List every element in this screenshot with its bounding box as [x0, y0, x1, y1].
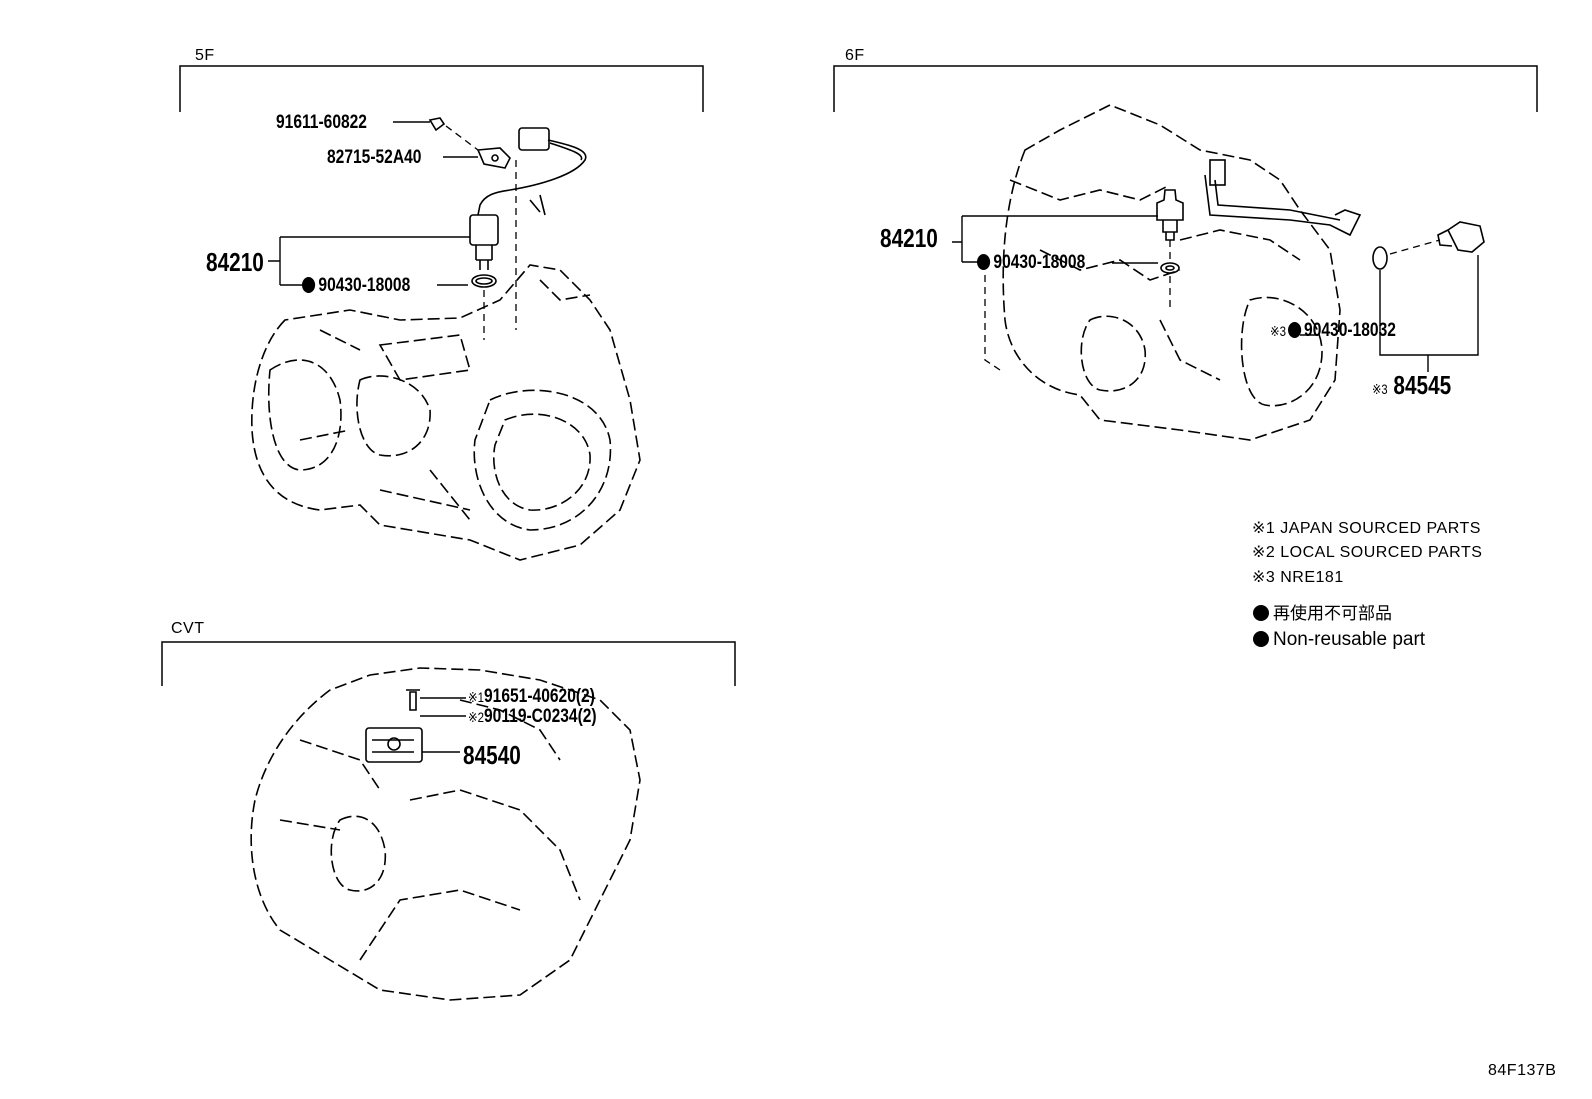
part-number-clamp-5f[interactable]: 82715-52A40 [327, 147, 422, 168]
part-gasket-5f[interactable]: 90430-18008 [302, 276, 410, 295]
part-gasket-6f[interactable]: 90430-18008 [977, 253, 1085, 272]
part-number-sensor-5f[interactable]: 84210 [206, 247, 264, 277]
part-number-sensor-6f[interactable]: 84210 [880, 223, 938, 253]
section-label-5f: 5F [195, 47, 215, 64]
bracket-6f [833, 65, 1538, 112]
footnote-mark: ※2 [468, 709, 485, 725]
legend-note-2: ※2 LOCAL SOURCED PARTS [1252, 544, 1483, 561]
section-label-6f: 6F [845, 47, 865, 64]
non-reusable-dot-icon [1287, 322, 1301, 338]
legend-note-3: ※3 NRE181 [1252, 569, 1344, 586]
diagram-code: 84F137B [1488, 1062, 1557, 1079]
part-number-gasket-6f: 90430-18008 [993, 252, 1086, 273]
part-number-gasket2-6f: 90430-18032 [1304, 320, 1396, 341]
part-switch-6f[interactable]: ※3 84545 [1372, 372, 1451, 398]
part-bolt1-cvt[interactable]: ※191651-40620(2) [468, 687, 595, 706]
legend-nonreusable-ja-text: 再使用不可部品 [1273, 604, 1392, 623]
transmission-5f-drawing [251, 264, 641, 561]
legend-note-1: ※1 JAPAN SOURCED PARTS [1252, 520, 1481, 537]
footnote-mark: ※3 [1270, 323, 1287, 339]
legend-nonreusable-en-text: Non-reusable part [1273, 629, 1426, 650]
non-reusable-dot-icon [1253, 605, 1269, 621]
legend-nonreusable-ja: 再使用不可部品 [1253, 605, 1392, 622]
part-number-switch-6f: 84545 [1393, 370, 1452, 400]
part-bolt2-cvt[interactable]: ※290119-C0234(2) [468, 707, 597, 726]
part-gasket2-6f[interactable]: ※3 90430-18032 [1270, 321, 1396, 340]
part-number-switch-cvt[interactable]: 84540 [463, 740, 521, 770]
section-label-cvt: CVT [171, 620, 205, 637]
sensor-5f-drawing [428, 117, 587, 288]
bracket-cvt [161, 641, 736, 686]
footnote-mark: ※3 [1372, 381, 1388, 397]
non-reusable-dot-icon [1253, 631, 1269, 647]
switch-cvt-drawing [365, 689, 423, 763]
sensor-6f-drawing [1156, 189, 1485, 274]
part-number-bolt-5f[interactable]: 91611-60822 [276, 112, 367, 133]
transmission-cvt-drawing [250, 667, 641, 1001]
non-reusable-dot-icon [302, 277, 316, 293]
bracket-5f [179, 65, 704, 112]
legend-nonreusable-en: Non-reusable part [1253, 630, 1425, 649]
transmission-6f-drawing [1002, 104, 1341, 441]
part-number-gasket-5f: 90430-18008 [318, 275, 411, 296]
harness-6f-drawing [1204, 159, 1362, 237]
part-number-bolt2-cvt: 90119-C0234(2) [484, 706, 597, 727]
part-number-bolt1-cvt: 91651-40620(2) [484, 686, 595, 707]
non-reusable-dot-icon [977, 254, 991, 270]
footnote-mark: ※1 [468, 689, 485, 705]
